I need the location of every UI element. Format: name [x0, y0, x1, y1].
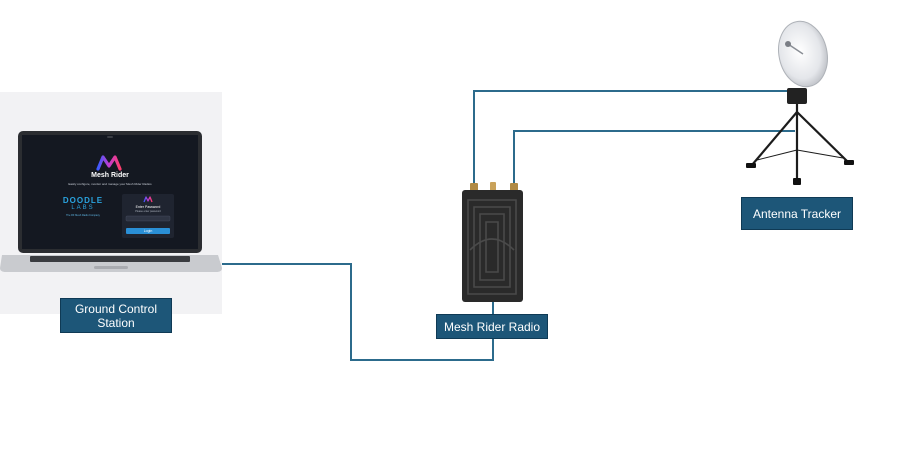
tripod-foot-right	[844, 160, 854, 165]
tripod-foot-center	[793, 178, 801, 185]
mesh-rider-logo	[96, 155, 122, 171]
login-panel-logo	[143, 196, 153, 203]
tripod-foot-left	[746, 163, 756, 168]
antenna-tracker-label: Antenna Tracker	[741, 197, 853, 230]
laptop-trackpad-notch	[94, 266, 128, 269]
tripod	[751, 104, 849, 180]
dish-feed	[785, 41, 791, 47]
link-gcs-to-radio	[222, 263, 494, 361]
brand-logo-line1: DOODLE	[62, 196, 104, 205]
ground-control-station-label: Ground Control Station	[60, 298, 172, 333]
radio-body	[462, 190, 523, 302]
app-title: Mesh Rider	[91, 172, 129, 179]
app-tagline: Easily configure, monitor and manage you…	[68, 182, 152, 186]
tracker-head	[787, 88, 807, 104]
dish-feed-arm	[787, 43, 804, 55]
link-radio-to-tracker-1	[473, 90, 795, 190]
antenna-tracker-illustration	[746, 20, 854, 185]
login-hint: Please enter password	[135, 210, 161, 213]
laptop-keyboard	[30, 256, 190, 262]
link-radio-to-tracker-2	[513, 130, 795, 190]
radio-heatsink-pattern	[467, 199, 517, 295]
brand-logo-line2: LABS	[71, 205, 95, 211]
mesh-rider-radio-label: Mesh Rider Radio	[436, 314, 548, 339]
password-field[interactable]	[125, 215, 171, 222]
login-title: Enter Password	[135, 205, 161, 209]
brand-subtitle: The RF Mesh Radio Company	[66, 214, 100, 217]
laptop-camera	[107, 136, 113, 138]
radio-illustration	[462, 182, 523, 302]
connector-lines	[222, 90, 795, 361]
laptop-illustration	[0, 92, 222, 314]
login-button[interactable]: Login	[126, 228, 170, 234]
